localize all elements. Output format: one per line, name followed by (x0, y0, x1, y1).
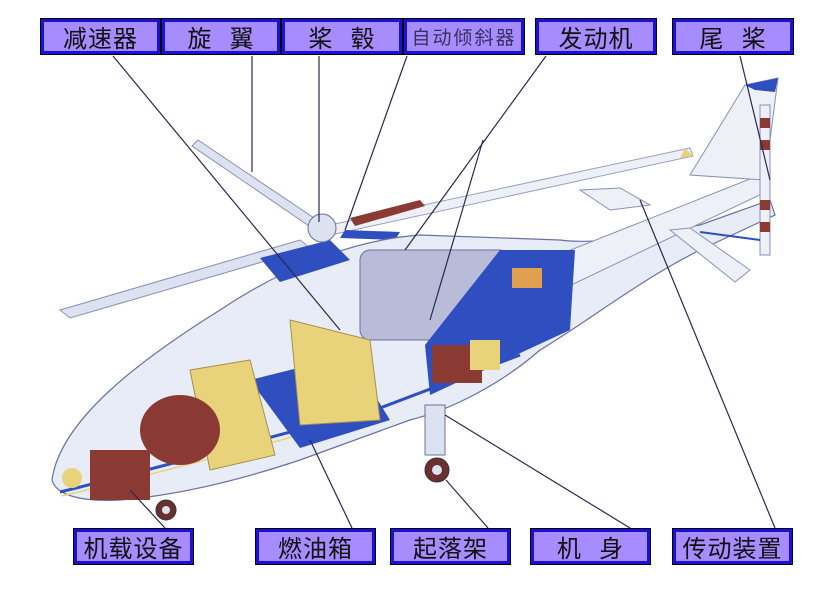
label-swashplate[interactable]: 自动倾斜器 (403, 18, 525, 55)
leader-lines (112, 55, 776, 529)
label-fuel-tank[interactable]: 燃油箱 (255, 528, 376, 565)
main-rotor-blades (58, 139, 694, 319)
label-hub[interactable]: 桨 毂 (281, 18, 403, 55)
label-avionics[interactable]: 机载设备 (73, 528, 194, 565)
label-gearbox[interactable]: 减速器 (40, 18, 161, 55)
label-fuselage[interactable]: 机 身 (530, 528, 651, 565)
label-tail-rotor[interactable]: 尾 桨 (672, 18, 794, 55)
interior-components (62, 213, 575, 500)
label-landing-gear[interactable]: 起落架 (390, 528, 511, 565)
label-engine[interactable]: 发动机 (535, 18, 657, 55)
landing-gear-wheels (155, 404, 450, 521)
label-transmission[interactable]: 传动装置 (672, 528, 793, 565)
label-rotor[interactable]: 旋 翼 (161, 18, 281, 55)
tail-assembly (519, 77, 779, 301)
